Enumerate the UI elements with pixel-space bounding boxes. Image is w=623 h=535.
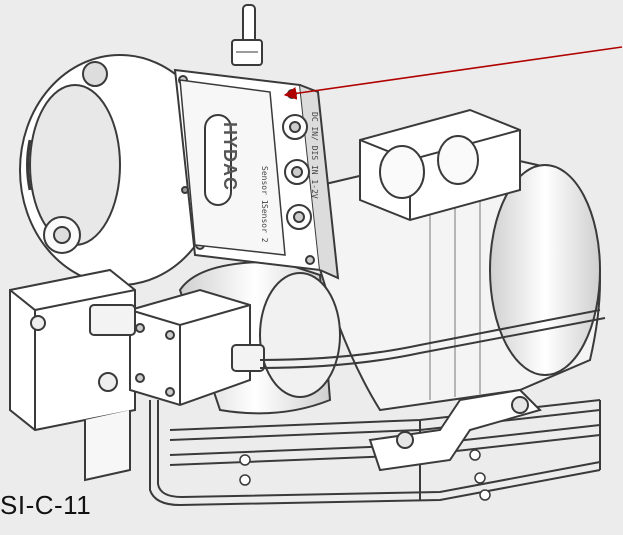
piping — [149, 309, 606, 507]
connector-ports — [282, 114, 312, 230]
pipe-clamps — [239, 449, 491, 501]
motor-body — [298, 148, 601, 412]
breather-valve — [231, 4, 263, 66]
pump-housing — [19, 54, 221, 286]
figure-code: SI-C-11 — [0, 490, 92, 520]
port1-label: Sensor 1 — [260, 166, 269, 205]
terminal-box — [359, 108, 521, 222]
pressure-sensor-block — [89, 288, 265, 407]
port2-label: Sensor 2 — [260, 204, 269, 243]
valve-block — [9, 268, 136, 482]
callout-arrow — [283, 46, 623, 100]
motor-mount — [368, 388, 542, 472]
brand-text: HYDAC — [220, 122, 240, 191]
brand-badge: HYDAC — [204, 114, 240, 206]
port0-label: DC IN/ DIS IN 1-2V — [310, 112, 319, 199]
